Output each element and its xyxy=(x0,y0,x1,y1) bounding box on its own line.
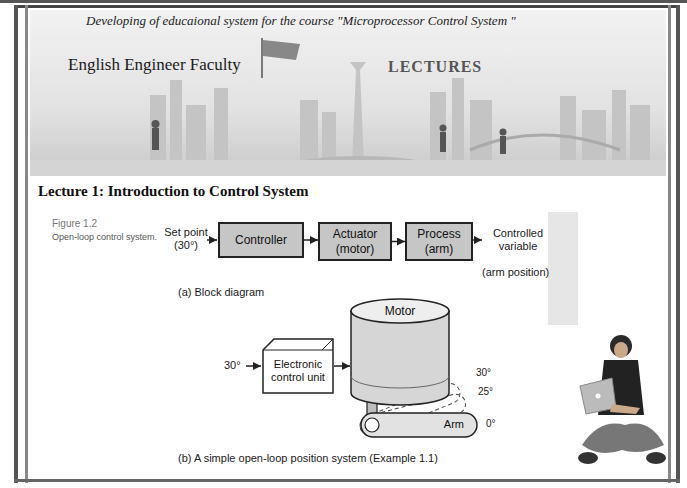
angle-mark: 0° xyxy=(486,418,496,430)
ground-band xyxy=(30,160,666,176)
signal-arrow xyxy=(473,239,482,241)
node-text: Actuator (motor) xyxy=(324,227,386,256)
faculty-name: English Engineer Faculty xyxy=(68,55,241,75)
signal-arrow xyxy=(207,239,217,241)
cityscape xyxy=(150,62,650,165)
angle-mark: 25° xyxy=(478,386,493,398)
banner-title: Developing of educaional system for the … xyxy=(86,13,516,29)
part-caption: (b) A simple open-loop position system (… xyxy=(178,452,438,465)
frame-bar xyxy=(14,5,680,8)
frame-side xyxy=(14,5,18,483)
node-text: Process (arm) xyxy=(411,227,467,256)
angle-mark: 30° xyxy=(476,367,491,379)
person-figure xyxy=(152,120,507,154)
motor-cylinder: Motor xyxy=(350,298,450,406)
actuator-block: Actuator (motor) xyxy=(318,222,392,261)
lecture-heading: Lecture 1: Introduction to Control Syste… xyxy=(38,182,308,200)
frame-side xyxy=(25,5,28,483)
figure-caption: Open-loop control system. xyxy=(52,232,157,243)
controller-block: Controller xyxy=(218,222,304,258)
node-text: Motor xyxy=(385,304,416,318)
signal-arrow xyxy=(334,365,350,367)
banner xyxy=(30,10,666,176)
section-name: LECTURES xyxy=(388,57,482,76)
node-text: Arm xyxy=(444,418,464,431)
bridge xyxy=(470,135,620,150)
student-illustration xyxy=(578,335,666,464)
signal-arrow xyxy=(246,365,261,367)
output-label: Controlled variable xyxy=(482,227,554,253)
input-angle: 30° xyxy=(224,359,241,372)
input-label: Set point (30°) xyxy=(164,226,208,252)
figure-panel xyxy=(548,212,578,325)
node-text: Electronic control unit xyxy=(266,358,330,384)
signal-arrow xyxy=(304,239,318,241)
frame-bar xyxy=(0,0,687,3)
signal-arrow xyxy=(392,241,405,243)
control-unit: Electronic control unit xyxy=(262,338,334,394)
node-text: Controller xyxy=(235,233,287,247)
output-note: (arm position) xyxy=(482,266,549,279)
figure-number: Figure 1.2 xyxy=(52,218,97,230)
arm-part: Arm xyxy=(360,412,478,438)
part-caption: (a) Block diagram xyxy=(178,286,264,299)
frame-side xyxy=(668,5,671,483)
frame-side xyxy=(676,5,680,483)
process-block: Process (arm) xyxy=(405,222,473,261)
flag xyxy=(262,38,300,78)
frame-bar xyxy=(14,479,680,482)
